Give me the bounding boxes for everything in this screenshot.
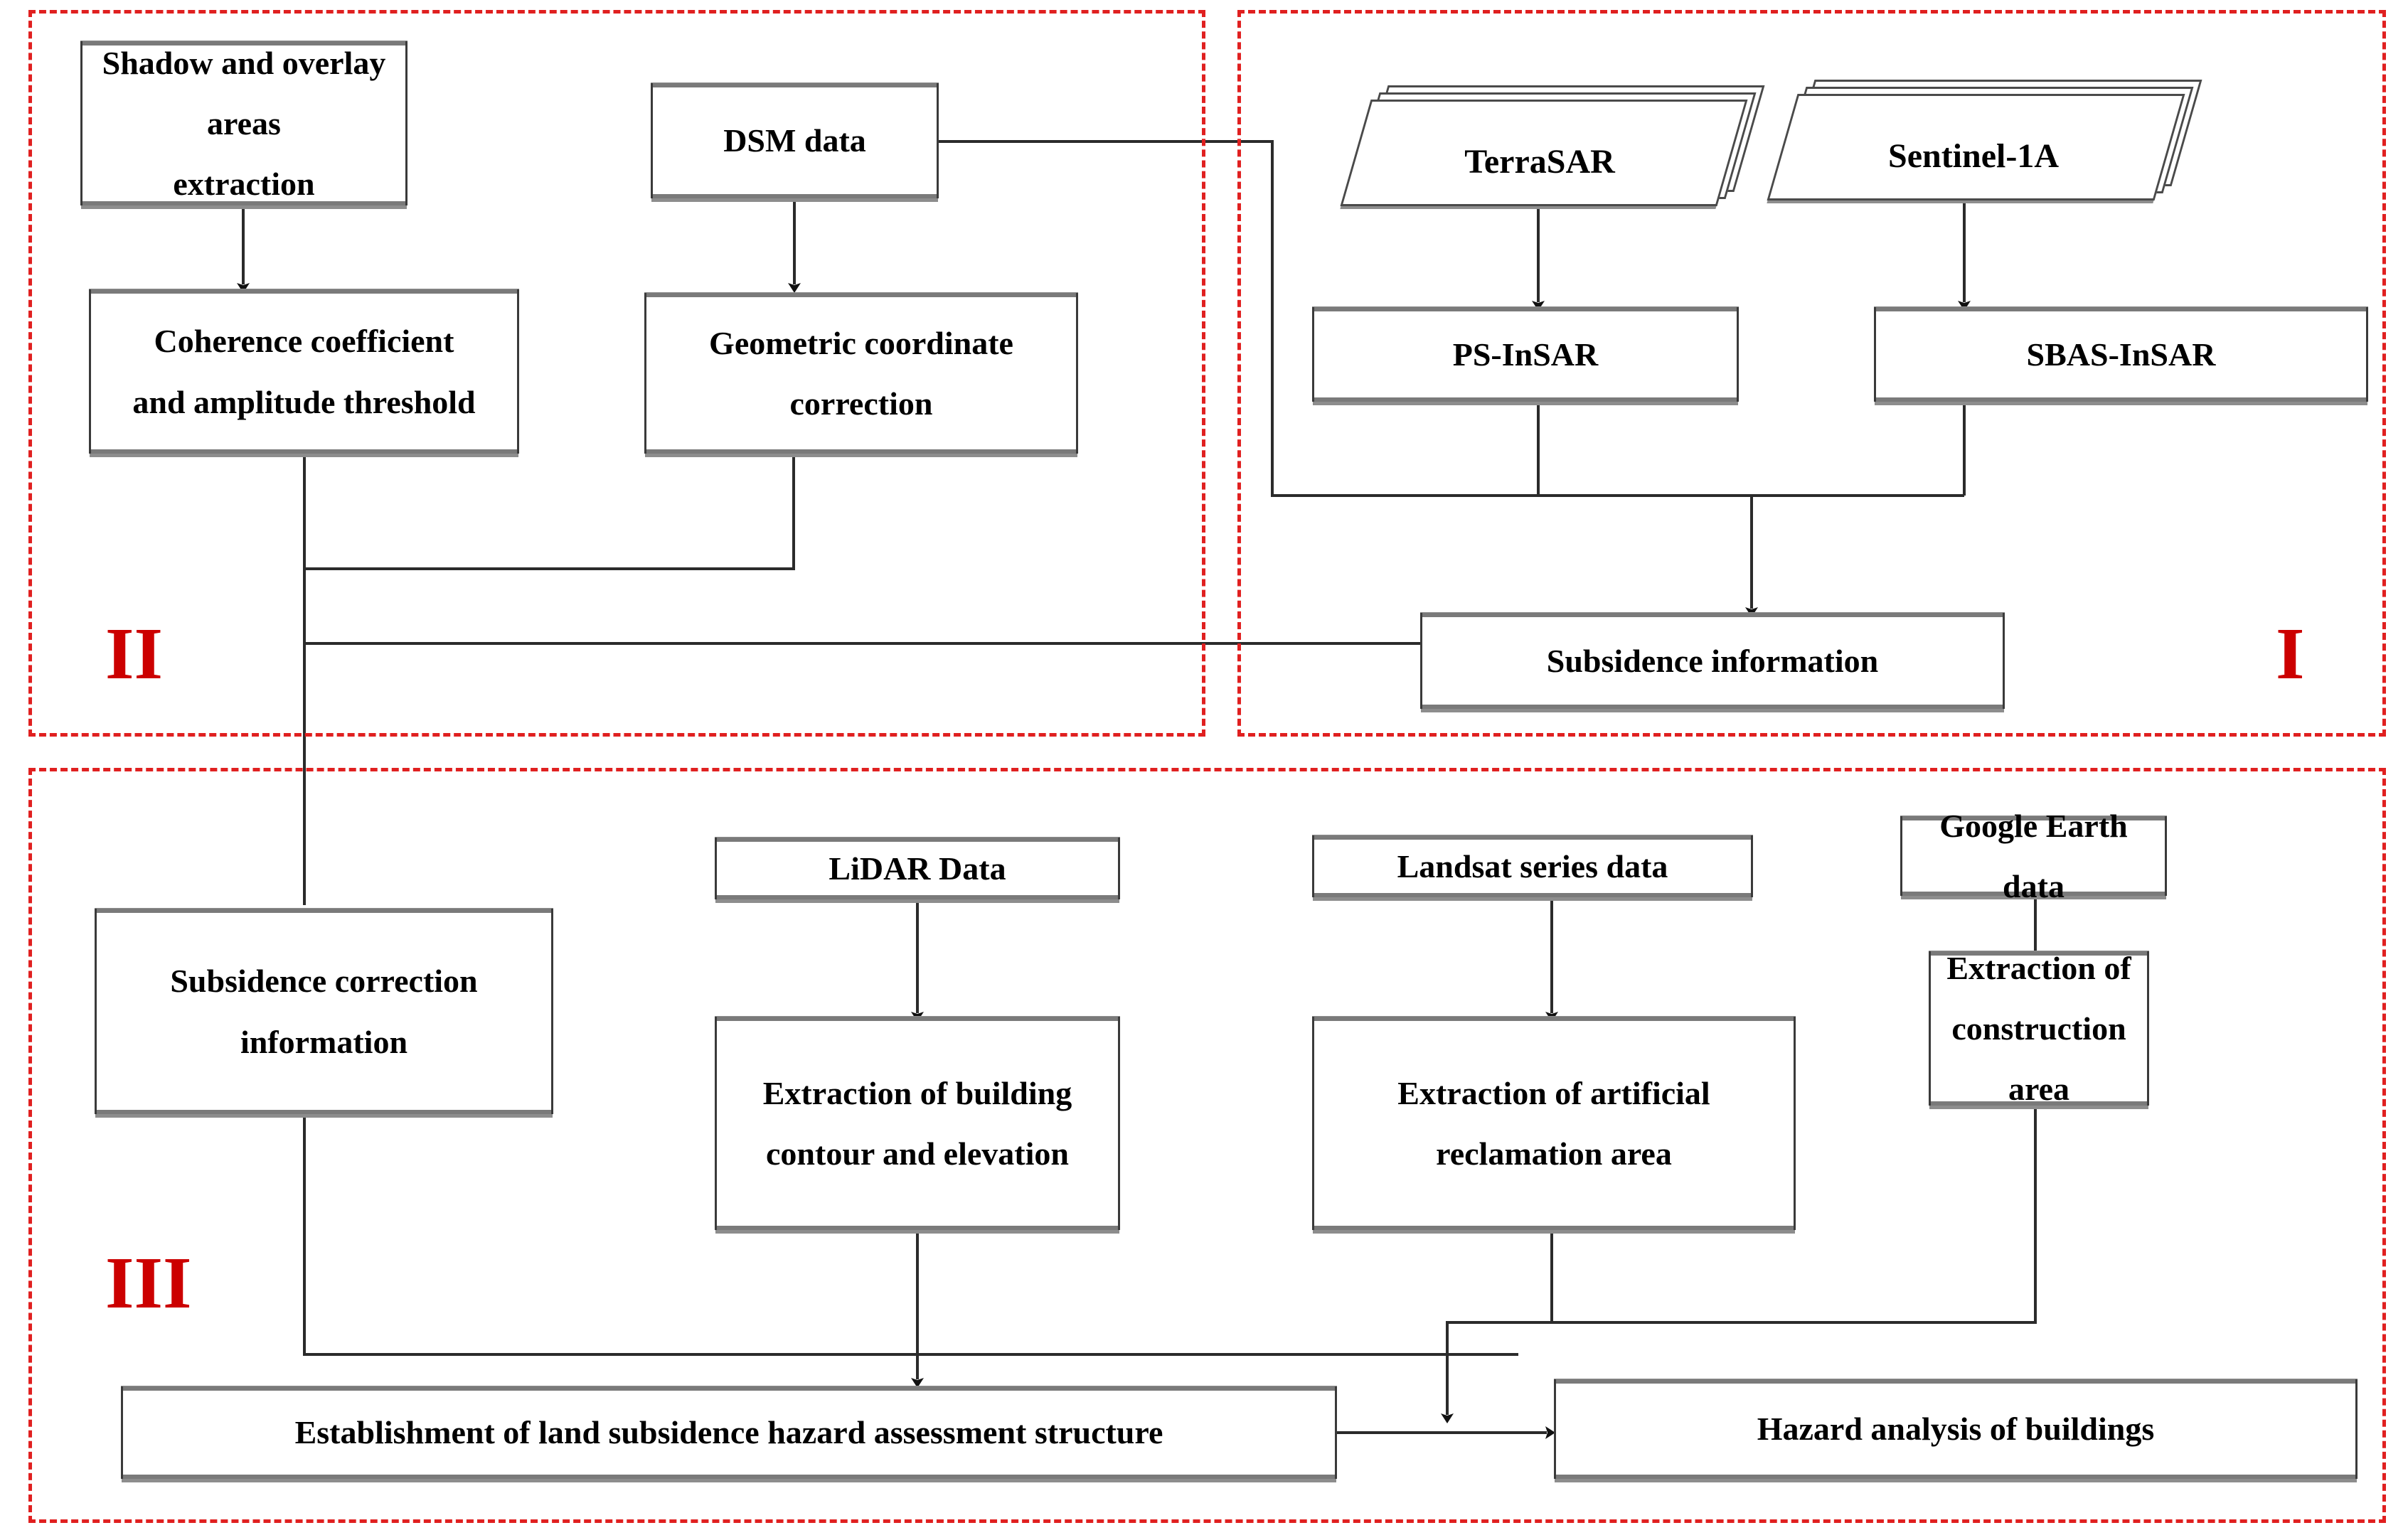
- edge-subsidence-corr-to-rail: [303, 1114, 1518, 1356]
- node-label: Sentinel-1A: [1888, 137, 2059, 175]
- node-google-earth-data[interactable]: Google Earth data: [1900, 808, 2167, 904]
- node-ps-insar[interactable]: PS-InSAR: [1312, 307, 1739, 402]
- edge-construction-to-hazard: [1447, 1106, 2037, 1324]
- node-sentinel-1a[interactable]: Sentinel-1A: [1757, 80, 2202, 200]
- node-label: LiDAR Data: [829, 850, 1006, 887]
- node-label-wrap: TerraSAR: [1330, 85, 1749, 222]
- node-lidar-data[interactable]: LiDAR Data: [715, 838, 1120, 899]
- node-dsm-data[interactable]: DSM data: [651, 83, 939, 198]
- node-hazard-analysis-buildings[interactable]: Hazard analysis of buildings: [1554, 1379, 2358, 1479]
- zone-label-two: II: [105, 613, 163, 695]
- node-label-wrap: Sentinel-1A: [1757, 80, 2190, 216]
- node-label: Landsat series data: [1397, 847, 1668, 884]
- node-label: SBAS-InSAR: [2026, 336, 2216, 373]
- node-subsidence-information[interactable]: Subsidence information: [1420, 613, 2005, 709]
- node-label: Subsidence correction information: [170, 963, 478, 1060]
- zone-label-three: III: [105, 1242, 192, 1324]
- node-landsat-series-data[interactable]: Landsat series data: [1312, 835, 1753, 897]
- node-label: Hazard analysis of buildings: [1757, 1411, 2155, 1448]
- node-label: PS-InSAR: [1452, 336, 1599, 373]
- node-label: Subsidence information: [1546, 642, 1879, 679]
- node-label: Shadow and overlay areas extraction: [102, 44, 386, 203]
- node-label: Google Earth data: [1939, 807, 2128, 904]
- node-shadow-overlay-extraction[interactable]: Shadow and overlay areas extraction: [80, 41, 407, 205]
- node-sbas-insar[interactable]: SBAS-InSAR: [1874, 307, 2368, 402]
- node-label: DSM data: [723, 122, 866, 159]
- node-label: Extraction of building contour and eleva…: [762, 1074, 1072, 1172]
- node-extraction-construction-area[interactable]: Extraction of construction area: [1929, 950, 2149, 1107]
- node-establishment-hazard-structure[interactable]: Establishment of land subsidence hazard …: [121, 1386, 1337, 1479]
- node-label: Geometric coordinate correction: [709, 324, 1013, 422]
- node-geometric-coordinate-correction[interactable]: Geometric coordinate correction: [644, 293, 1078, 454]
- node-label: TerraSAR: [1464, 142, 1615, 181]
- node-label: Extraction of construction area: [1946, 949, 2131, 1108]
- node-extraction-building-contour[interactable]: Extraction of building contour and eleva…: [715, 1017, 1120, 1230]
- zone-label-one: I: [2276, 613, 2305, 695]
- node-terrasar[interactable]: TerraSAR: [1330, 85, 1765, 206]
- node-label: Extraction of artificial reclamation are…: [1397, 1074, 1710, 1172]
- node-label: Coherence coefficient and amplitude thre…: [132, 323, 476, 420]
- node-extraction-artificial-reclamation[interactable]: Extraction of artificial reclamation are…: [1312, 1017, 1796, 1230]
- node-label: Establishment of land subsidence hazard …: [294, 1414, 1163, 1451]
- node-coherence-coefficient[interactable]: Coherence coefficient and amplitude thre…: [89, 289, 519, 454]
- node-subsidence-correction-information[interactable]: Subsidence correction information: [95, 909, 553, 1114]
- edge-dsm-to-subsidence-rail: [939, 140, 1678, 497]
